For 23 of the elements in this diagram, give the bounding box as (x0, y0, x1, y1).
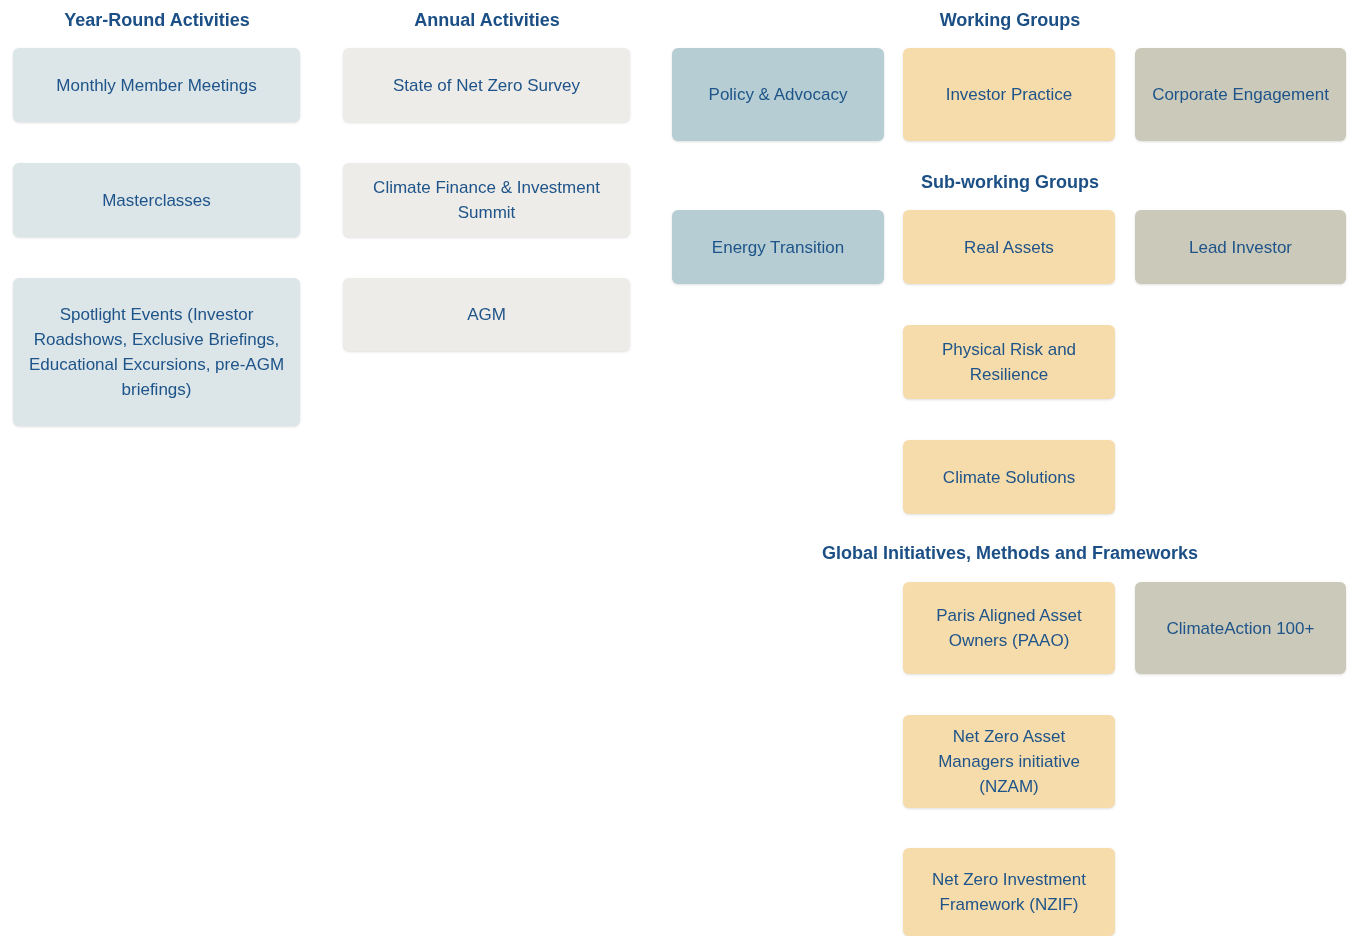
activity-box: Physical Risk and Resilience (903, 325, 1115, 399)
activity-box: Climate Finance & Investment Summit (343, 163, 630, 237)
activity-box: Policy & Advocacy (672, 48, 884, 141)
activity-box: Net Zero Investment Framework (NZIF) (903, 848, 1115, 936)
activity-box: Climate Solutions (903, 440, 1115, 514)
activity-box: Monthly Member Meetings (13, 48, 300, 122)
section-heading: Global Initiatives, Methods and Frameworks (820, 542, 1200, 565)
activity-box: Masterclasses (13, 163, 300, 237)
activity-box: Lead Investor (1135, 210, 1346, 284)
activity-box: Investor Practice (903, 48, 1115, 141)
activity-box: AGM (343, 278, 630, 351)
activity-box: Net Zero Asset Managers initiative (NZAM) (903, 715, 1115, 808)
section-heading: Sub-working Groups (920, 171, 1100, 194)
section-heading: Working Groups (938, 9, 1082, 32)
activity-box: ClimateAction 100+ (1135, 582, 1346, 674)
activity-box: Spotlight Events (Investor Roadshows, Exclusive Briefings, Educational Excursions, pre-AGM briefings) (13, 278, 300, 426)
activity-box: Real Assets (903, 210, 1115, 284)
activity-box: Energy Transition (672, 210, 884, 284)
activity-box: State of Net Zero Survey (343, 48, 630, 122)
activity-box: Corporate Engagement (1135, 48, 1346, 141)
section-heading: Annual Activities (413, 9, 561, 32)
activity-box: Paris Aligned Asset Owners (PAAO) (903, 582, 1115, 674)
section-heading: Year-Round Activities (63, 9, 251, 32)
